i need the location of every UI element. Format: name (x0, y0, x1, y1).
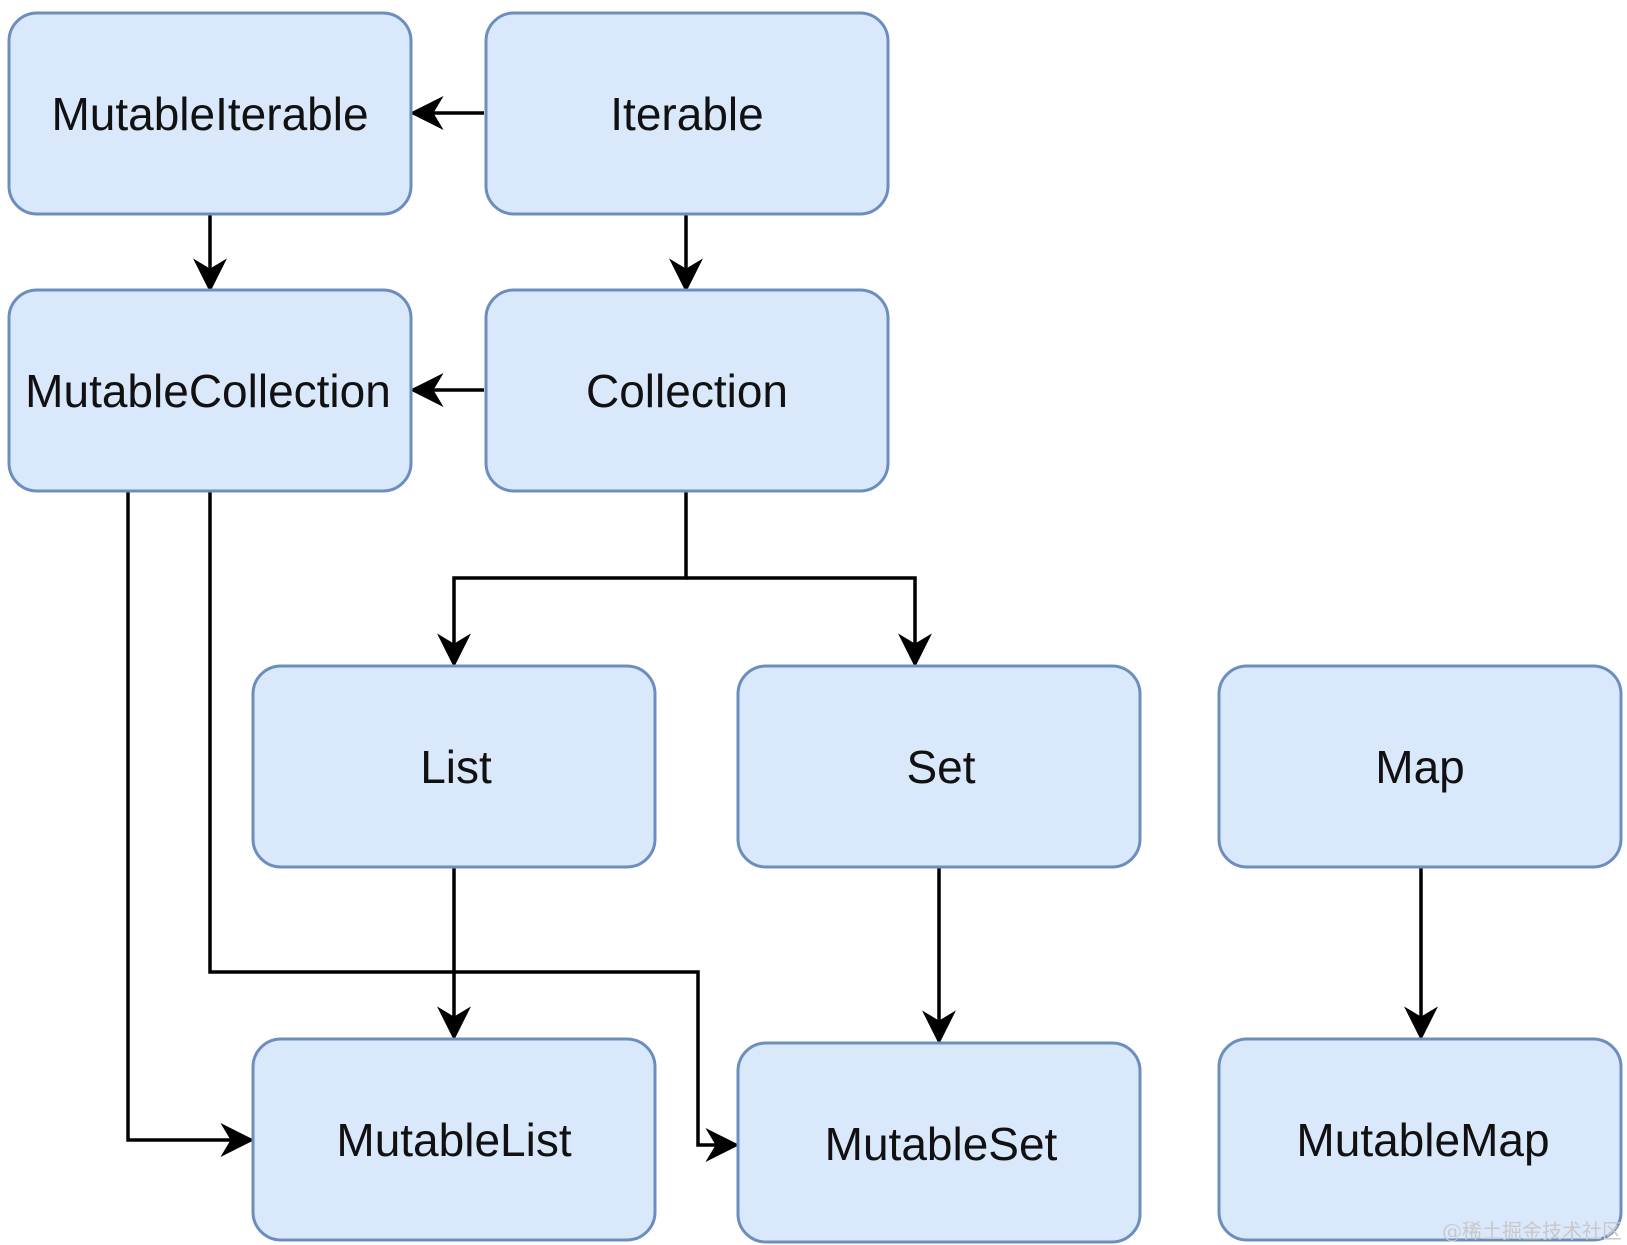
node-mutablemap: MutableMap (1217, 1037, 1623, 1242)
node-mutablelist: MutableList (251, 1037, 657, 1242)
watermark: @稀土掘金技术社区 (1442, 1219, 1622, 1243)
edge-mutablecollection-to-mutablelist (126, 491, 255, 1157)
node-iterable: Iterable (484, 11, 890, 216)
node-label-set: Set (906, 741, 975, 793)
edge-mutablecollection-to-mutableset (208, 491, 740, 1162)
node-mutablecollection: MutableCollection (7, 288, 413, 493)
node-label-list: List (420, 741, 492, 793)
node-label-mutablemap: MutableMap (1296, 1114, 1549, 1166)
node-label-mutableset: MutableSet (825, 1118, 1058, 1170)
node-label-mutablelist: MutableList (336, 1114, 571, 1166)
edge-collection-to-list (437, 491, 688, 668)
node-collection: Collection (484, 288, 890, 493)
node-list: List (251, 664, 657, 869)
node-mutableset: MutableSet (736, 1041, 1142, 1244)
node-label-collection: Collection (586, 365, 788, 417)
edges (126, 96, 1438, 1162)
node-label-map: Map (1375, 741, 1464, 793)
node-mutableiterable: MutableIterable (7, 11, 413, 216)
edge-collection-to-set (686, 576, 932, 668)
node-map: Map (1217, 664, 1623, 869)
node-label-mutablecollection: MutableCollection (25, 365, 391, 417)
node-label-mutableiterable: MutableIterable (51, 88, 368, 140)
node-label-iterable: Iterable (610, 88, 763, 140)
node-set: Set (736, 664, 1142, 869)
